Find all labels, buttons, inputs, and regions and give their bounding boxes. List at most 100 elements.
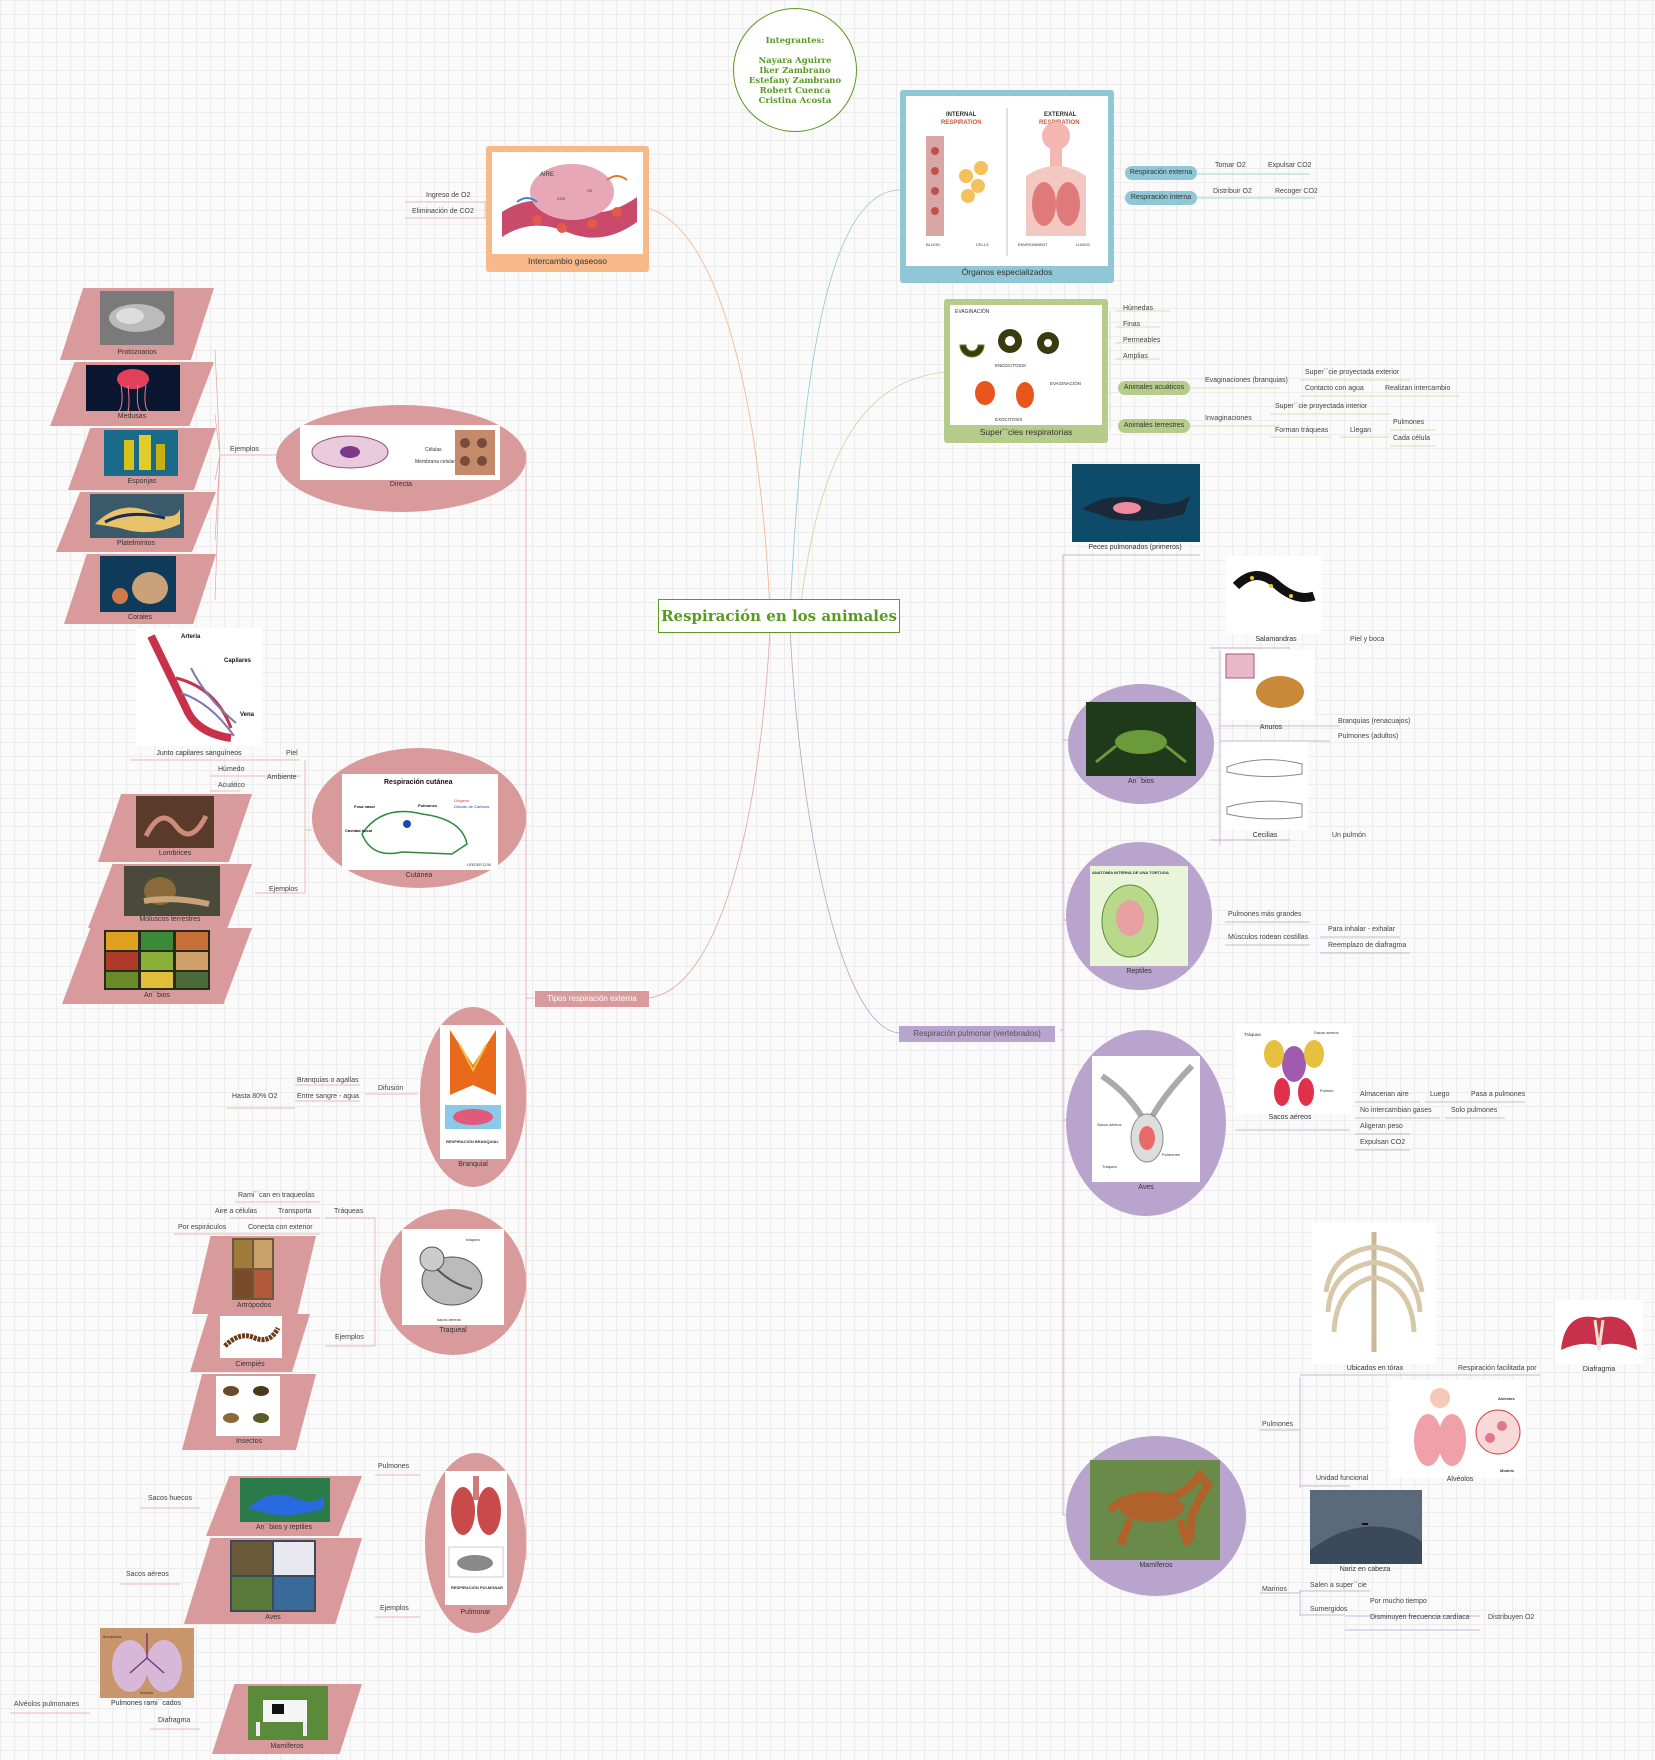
respiracion-facilitada[interactable]: Respiración facilitada por [1458, 1365, 1537, 1372]
sacos-aereos-izq[interactable]: Sacos aéreos [126, 1571, 169, 1578]
cutanea-piel[interactable]: Piel [286, 750, 298, 757]
aves-luego[interactable]: Luego [1430, 1091, 1450, 1098]
forman-traqueas[interactable]: Forman tráqueas [1275, 427, 1329, 434]
aire-celulas[interactable]: Aire a células [215, 1208, 258, 1215]
llegan[interactable]: Llegan [1350, 427, 1372, 434]
pulmonar-pulmones[interactable]: Pulmones [378, 1463, 410, 1470]
un-pulmon[interactable]: Un pulmón [1332, 832, 1366, 839]
cutanea-ejemplos[interactable]: Ejemplos [269, 886, 298, 893]
cutanea-node[interactable]: Respiración cutánea Fosa nasal Pulmones … [312, 748, 526, 888]
traqueal-ejemplos[interactable]: Ejemplos [335, 1334, 364, 1341]
expulsar-co2[interactable]: Expulsar CO2 [1268, 162, 1312, 169]
superficie-exterior[interactable]: Super``cie proyectada exterior [1305, 369, 1400, 376]
pulmones-ramificados[interactable]: Pulmones rami``cados [110, 1700, 182, 1707]
transporta[interactable]: Transporta [278, 1208, 312, 1215]
example-artropodos[interactable]: Artrópodos [192, 1236, 316, 1314]
alveolos-pulmonares[interactable]: Alvéolos pulmonares [14, 1701, 79, 1708]
anuros[interactable]: Anuros [1259, 724, 1283, 731]
entre-sangre-agua[interactable]: Entre sangre - agua [297, 1093, 359, 1100]
capilares-caption[interactable]: Junto capilares sanguíneos [156, 750, 242, 757]
reemplazo-diafragma[interactable]: Reemplazo de diafragma [1328, 942, 1407, 949]
branquial-node[interactable]: RESPIRACIÓN BRANQUIAL Branquial [420, 1007, 526, 1187]
superficie-interior[interactable]: Super``cie proyectada interior [1275, 403, 1368, 410]
por-mucho-tiempo[interactable]: Por mucho tiempo [1370, 1598, 1427, 1605]
tomar-o2[interactable]: Tomar O2 [1215, 162, 1246, 169]
distribuir-o2[interactable]: Distribuir O2 [1213, 188, 1252, 195]
eliminacion-co2[interactable]: Eliminación de CO2 [412, 208, 474, 215]
prop-humedas[interactable]: Húmedas [1123, 305, 1153, 312]
invaginaciones[interactable]: Invaginaciones [1205, 415, 1252, 422]
inhalar-exhalar[interactable]: Para inhalar - exhalar [1328, 926, 1395, 933]
example-lombrices[interactable]: Lombrices [98, 794, 252, 862]
example-protozoarios[interactable]: Protozoarios [60, 288, 214, 360]
alveolos-der[interactable]: Alvéolos [1446, 1476, 1474, 1483]
prop-finas[interactable]: Finas [1123, 321, 1141, 328]
example-ciempies[interactable]: Ciempiés [190, 1314, 310, 1372]
example-moluscos[interactable]: Moluscos terrestres [88, 864, 252, 928]
example-anfibios[interactable]: An``bios [62, 928, 252, 1004]
salen-superficie[interactable]: Salen a super``cie [1310, 1582, 1367, 1589]
pulmones-mas-grandes[interactable]: Pulmones más grandes [1228, 911, 1302, 918]
piel-boca[interactable]: Piel y boca [1350, 636, 1385, 643]
directa-node[interactable]: Células Membrana celular Directa [276, 405, 526, 512]
pasa-pulmones[interactable]: Pasa a pulmones [1471, 1091, 1526, 1098]
contacto-agua[interactable]: Contacto con agua [1305, 385, 1364, 392]
solo-pulmones[interactable]: Solo pulmones [1451, 1107, 1498, 1114]
cada-celula[interactable]: Cada célula [1393, 435, 1430, 442]
reptiles-node[interactable]: ANATOMÍA INTERNA DE UNA TORTUGA Reptiles [1066, 842, 1212, 990]
pulmonar-ejemplos[interactable]: Ejemplos [380, 1605, 409, 1612]
directa-ejemplos[interactable]: Ejemplos [230, 446, 259, 453]
organos-node[interactable]: INTERNAL RESPIRATION EXTERNAL RESPIRATIO… [900, 90, 1114, 283]
pulmones-dest[interactable]: Pulmones [1393, 419, 1425, 426]
sacos-huecos[interactable]: Sacos huecos [148, 1495, 192, 1502]
respiracion-interna-pill[interactable]: Respiración interna [1125, 191, 1197, 205]
pulmones-adultos[interactable]: Pulmones (adultos) [1338, 733, 1399, 740]
ubicados-torax[interactable]: Ubicados en tórax [1346, 1365, 1404, 1372]
disminuyen-frecuencia[interactable]: Disminuyen frecuencia cardíaca [1370, 1614, 1470, 1621]
realizan-intercambio[interactable]: Realizan intercambio [1385, 385, 1451, 392]
por-espiraculos[interactable]: Por espiráculos [178, 1224, 227, 1231]
branquias-agallas[interactable]: Branquias o agallas [297, 1077, 359, 1084]
animales-terrestres-pill[interactable]: Animales terrestres [1118, 419, 1190, 433]
mamiferos-pulmones[interactable]: Pulmones [1262, 1421, 1294, 1428]
central-topic[interactable]: Respiración en los animales [658, 599, 900, 633]
sacos-aereos[interactable]: Sacos aéreos [1268, 1114, 1312, 1121]
example-platelmintos[interactable]: Platelmintos [56, 492, 216, 552]
superficies-node[interactable]: EVAGINACIÓN ENDOCITOSIS EVAGINACIÓN EXOC… [944, 299, 1108, 443]
recoger-co2[interactable]: Recoger CO2 [1275, 188, 1318, 195]
almacenan-aire[interactable]: Almacenan aire [1360, 1091, 1409, 1098]
ambiente-humedo[interactable]: Húmedo [218, 766, 245, 773]
nariz-cabeza[interactable]: Nariz en cabeza [1339, 1566, 1391, 1573]
conecta-exterior[interactable]: Conecta con exterior [248, 1224, 313, 1231]
branquias-renacuajos[interactable]: Branquias (renacuajos) [1338, 718, 1411, 725]
respiracion-pulmonar-vertebrados[interactable]: Respiración pulmonar (vertebrados) [899, 1026, 1055, 1042]
respiracion-externa-pill[interactable]: Respiración externa [1125, 166, 1197, 180]
prop-amplias[interactable]: Amplias [1123, 353, 1148, 360]
anfibios-node[interactable]: An``bios [1068, 684, 1214, 804]
branquial-difusion[interactable]: Difusión [378, 1085, 404, 1092]
example-aves-izq[interactable]: Aves [184, 1538, 362, 1624]
cutanea-ambiente[interactable]: Ambiente [267, 774, 297, 781]
diafragma-der[interactable]: Diafragma [1582, 1366, 1616, 1373]
sumergidos[interactable]: Sumergidos [1310, 1606, 1348, 1613]
example-esponjas[interactable]: Esponjas [68, 428, 216, 490]
distribuyen-o2[interactable]: Distribuyen O2 [1488, 1614, 1535, 1621]
expulsan-co2[interactable]: Expulsan CO2 [1360, 1139, 1406, 1146]
unidad-funcional[interactable]: Unidad funcional [1316, 1475, 1369, 1482]
example-corales[interactable]: Corales [64, 554, 216, 624]
cecilias[interactable]: Cecilias [1252, 832, 1278, 839]
tipos-respiracion-externa[interactable]: Tipos respiración externa [535, 991, 649, 1007]
prop-permeables[interactable]: Permeables [1123, 337, 1161, 344]
mamiferos-node[interactable]: Mamíferos [1066, 1436, 1246, 1596]
example-insectos[interactable]: Insectos [182, 1374, 316, 1450]
musculos-costillas[interactable]: Músculos rodean costillas [1228, 934, 1309, 941]
no-intercambian[interactable]: No intercambian gases [1360, 1107, 1432, 1114]
example-anfibios-reptiles[interactable]: An``bios y reptiles [206, 1476, 362, 1536]
pulmonar-node[interactable]: RESPIRACIÓN PULMONAR Pulmonar [425, 1453, 526, 1633]
example-medusas[interactable]: Medusas [50, 362, 214, 426]
salamandras[interactable]: Salamandras [1255, 636, 1297, 643]
traqueal-traqueas[interactable]: Tráqueas [334, 1208, 364, 1215]
hasta-80[interactable]: Hasta 80% O2 [232, 1093, 278, 1100]
ingreso-o2[interactable]: Ingreso de O2 [426, 192, 471, 199]
aves-node[interactable]: Sacos aéreos Pulmones Tráquea Aves [1066, 1030, 1226, 1216]
